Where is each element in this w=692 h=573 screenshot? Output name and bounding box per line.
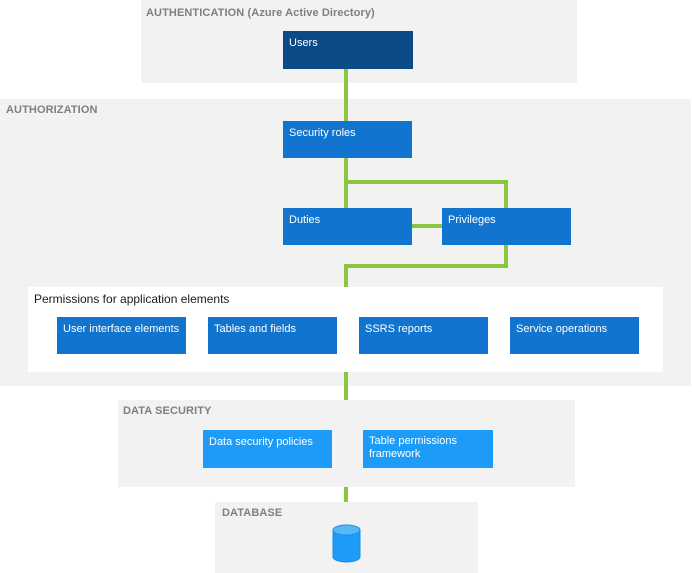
- data-security-panel: DATA SECURITY: [118, 400, 575, 487]
- permission-item-label: User interface elements: [63, 323, 180, 335]
- data-security-policies-box: Data security policies: [203, 430, 332, 468]
- permissions-title: Permissions for application elements: [34, 292, 230, 306]
- permission-item-label: Service operations: [516, 323, 608, 335]
- security-roles-label: Security roles: [289, 127, 356, 139]
- privileges-label: Privileges: [448, 214, 496, 226]
- security-roles-box: Security roles: [283, 121, 412, 158]
- users-box: Users: [283, 31, 413, 69]
- data-security-title: DATA SECURITY: [123, 405, 212, 417]
- table-permissions-label: Table permissions framework: [369, 435, 458, 460]
- permission-item-user-interface: User interface elements: [57, 317, 186, 354]
- authentication-title: AUTHENTICATION (Azure Active Directory): [146, 7, 375, 19]
- permission-item-service-operations: Service operations: [510, 317, 639, 354]
- duties-label: Duties: [289, 214, 321, 226]
- permission-item-label: SSRS reports: [365, 323, 433, 335]
- database-icon: [332, 524, 361, 563]
- permission-item-tables-fields: Tables and fields: [208, 317, 337, 354]
- data-security-policies-label: Data security policies: [209, 436, 313, 448]
- table-permissions-box: Table permissions framework: [363, 430, 493, 468]
- connector-privileges-permissions: [344, 245, 508, 287]
- authorization-title: AUTHORIZATION: [6, 104, 98, 116]
- database-title: DATABASE: [222, 507, 283, 519]
- users-label: Users: [289, 37, 318, 49]
- connector-roles-privileges: [346, 180, 508, 208]
- permission-item-label: Tables and fields: [214, 323, 296, 335]
- privileges-box: Privileges: [442, 208, 571, 245]
- permission-item-ssrs-reports: SSRS reports: [359, 317, 488, 354]
- duties-box: Duties: [283, 208, 412, 245]
